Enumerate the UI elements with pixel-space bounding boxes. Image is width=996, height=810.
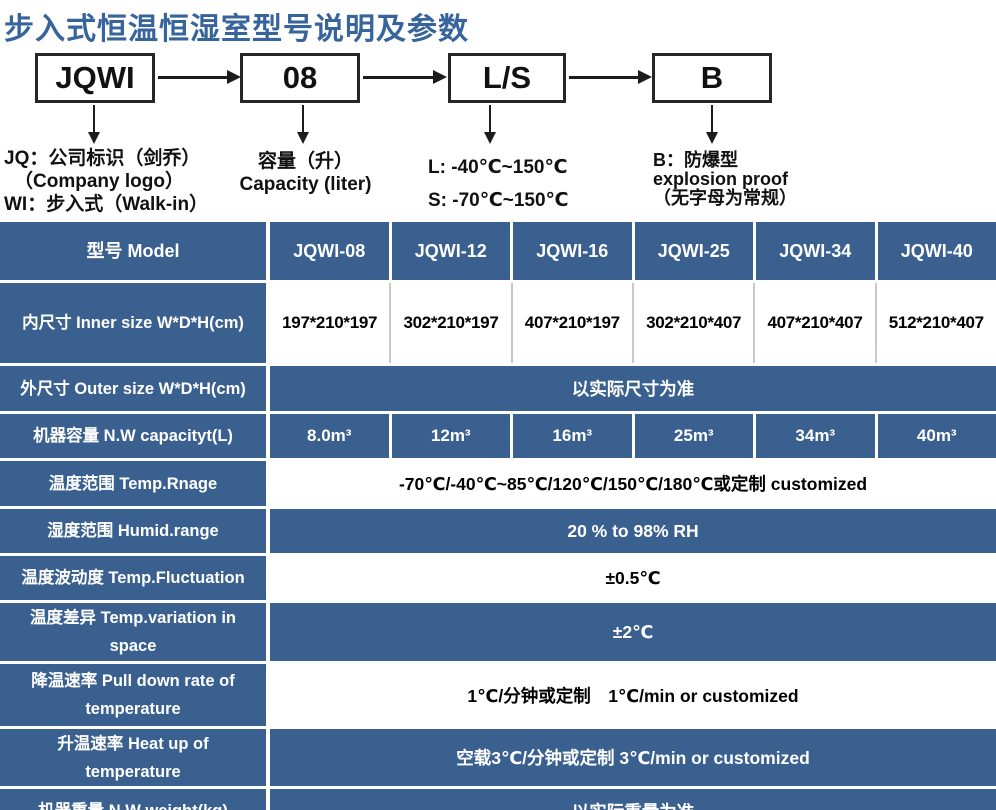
model-code-box-jqwi: JQWI: [35, 53, 155, 103]
note-line: B：防爆型: [653, 150, 738, 170]
column-header: JQWI-12: [391, 222, 510, 280]
table-cell-merged: 以实际重量为准: [270, 789, 996, 810]
table-row-weight: 机器重量 N.W weight(kg) 以实际重量为准: [0, 789, 996, 810]
right-arrow-icon: [363, 70, 447, 84]
row-label: 湿度范围 Humid.range: [0, 509, 266, 553]
table-row-temp-range: 温度范围 Temp.Rnage -70℃/-40℃~85℃/120℃/150℃/…: [0, 461, 996, 506]
note-line: WI：步入式（Walk-in）: [4, 194, 209, 215]
column-header: JQWI-16: [513, 222, 632, 280]
row-label: 机器重量 N.W weight(kg): [0, 789, 266, 810]
table-cell: 40m³: [877, 414, 996, 458]
note-line: JQ：公司标识（剑乔）: [4, 148, 201, 169]
model-code-box-temp-class: L/S: [448, 53, 566, 103]
table-cell-merged: -70℃/-40℃~85℃/120℃/150℃/180℃或定制 customiz…: [270, 461, 996, 506]
table-cell-merged: 20 % to 98% RH: [270, 509, 996, 553]
note-line: L: -40℃~150℃: [428, 157, 568, 178]
table-row-pull-down-rate: 降温速率 Pull down rate of temperature 1℃/分钟…: [0, 664, 996, 726]
down-arrow-icon: [297, 105, 309, 144]
note-line: Capacity (liter): [239, 174, 372, 195]
table-cell: 197*210*197: [270, 283, 392, 363]
model-code-label: JQWI: [55, 60, 135, 95]
page-title: 步入式恒温恒湿室型号说明及参数: [4, 13, 469, 46]
column-header-model: 型号 Model: [0, 222, 266, 280]
table-cell: 302*210*407: [633, 283, 756, 363]
table-row-heat-up-rate: 升温速率 Heat up of temperature 空载3℃/分钟或定制 3…: [0, 729, 996, 786]
table-cell: 407*210*197: [512, 283, 634, 363]
down-arrow-icon: [484, 105, 496, 144]
table-cell-merged: 空载3℃/分钟或定制 3℃/min or customized: [270, 729, 996, 786]
note-company-logo: JQ：公司标识（剑乔） （Company logo） WI：步入式（Walk-i…: [4, 147, 208, 216]
note-explosion-proof: B：防爆型 explosion proof （无字母为常规）: [653, 151, 797, 208]
table-row-temp-fluctuation: 温度波动度 Temp.Fluctuation ±0.5℃: [0, 556, 996, 600]
row-label: 机器容量 N.W capacityt(L): [0, 414, 266, 458]
row-label: 外尺寸 Outer size W*D*H(cm): [0, 366, 266, 411]
table-row-inner-size: 内尺寸 Inner size W*D*H(cm) 197*210*197 302…: [0, 283, 996, 363]
model-code-label: L/S: [482, 60, 532, 95]
column-header: JQWI-25: [634, 222, 753, 280]
table-row-capacity: 机器容量 N.W capacityt(L) 8.0m³ 12m³ 16m³ 25…: [0, 414, 996, 458]
model-code-label: 08: [282, 60, 318, 95]
table-row-humidity-range: 湿度范围 Humid.range 20 % to 98% RH: [0, 509, 996, 553]
spec-table: 型号 Model JQWI-08 JQWI-12 JQWI-16 JQWI-25…: [0, 222, 996, 810]
note-capacity: 容量（升） Capacity (liter): [218, 150, 393, 196]
table-cell-merged: 以实际尺寸为准: [270, 366, 996, 411]
table-cell: 12m³: [391, 414, 510, 458]
model-code-box-capacity: 08: [240, 53, 360, 103]
right-arrow-icon: [158, 70, 241, 84]
note-line: （无字母为常规）: [653, 188, 797, 208]
table-cell: 16m³: [513, 414, 632, 458]
column-header: JQWI-34: [756, 222, 875, 280]
table-row-outer-size: 外尺寸 Outer size W*D*H(cm) 以实际尺寸为准: [0, 366, 996, 411]
table-cell: 25m³: [634, 414, 753, 458]
table-cell: 512*210*407: [876, 283, 996, 363]
row-label: 内尺寸 Inner size W*D*H(cm): [0, 283, 266, 363]
table-cell: 407*210*407: [755, 283, 877, 363]
note-line: （Company logo）: [14, 171, 184, 192]
table-row-temp-variation: 温度差异 Temp.variation in space ±2℃: [0, 603, 996, 661]
down-arrow-icon: [706, 105, 718, 144]
model-code-box-explosion: B: [652, 53, 772, 103]
table-cell: 34m³: [756, 414, 875, 458]
model-code-label: B: [700, 60, 724, 95]
down-arrow-icon: [88, 105, 100, 144]
note-line: explosion proof: [653, 169, 788, 189]
column-header: JQWI-40: [877, 222, 996, 280]
row-label: 温度范围 Temp.Rnage: [0, 461, 266, 506]
note-temp-class: L: -40℃~150℃ S: -70℃~150℃: [428, 151, 569, 217]
column-header: JQWI-08: [270, 222, 389, 280]
table-cell: 8.0m³: [270, 414, 389, 458]
row-label: 温度波动度 Temp.Fluctuation: [0, 556, 266, 600]
note-line: 容量（升）: [257, 151, 353, 172]
row-label: 升温速率 Heat up of temperature: [0, 729, 266, 786]
note-line: S: -70℃~150℃: [428, 190, 569, 211]
row-label: 降温速率 Pull down rate of temperature: [0, 664, 266, 726]
row-label: 温度差异 Temp.variation in space: [0, 603, 266, 661]
table-cell-merged: 1℃/分钟或定制 1℃/min or customized: [270, 664, 996, 726]
table-header-row: 型号 Model JQWI-08 JQWI-12 JQWI-16 JQWI-25…: [0, 222, 996, 280]
table-cell-merged: ±0.5℃: [270, 556, 996, 600]
right-arrow-icon: [569, 70, 652, 84]
table-cell: 302*210*197: [391, 283, 513, 363]
table-cell-merged: ±2℃: [270, 603, 996, 661]
